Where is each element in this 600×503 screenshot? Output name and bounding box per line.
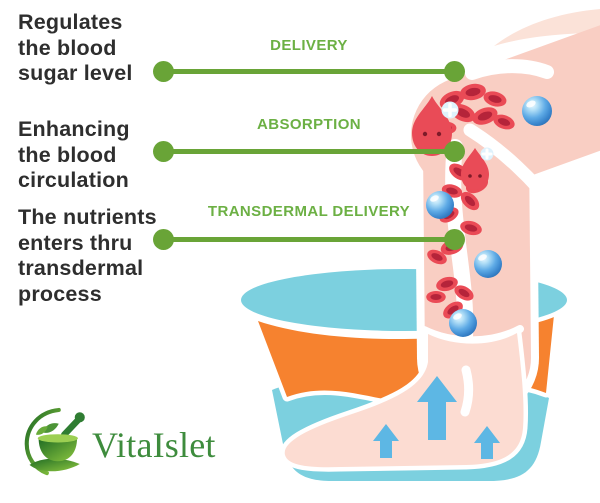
connector-dot-right [444, 229, 465, 250]
brand-logo: VitaIslet [24, 402, 264, 482]
nutrient-sphere-icon [522, 96, 552, 126]
connector-dot-right [444, 61, 465, 82]
brand-name: VitaIslet [92, 425, 216, 465]
blood-drop-icon [461, 147, 494, 190]
callout-label-delivery: DELIVERY [270, 37, 348, 54]
nutrient-sphere-icon [474, 250, 502, 278]
thigh-pale-wash [494, 9, 600, 46]
benefit-text-blood-sugar: Regulates the blood sugar level [18, 10, 133, 85]
connector-line-delivery [153, 61, 465, 82]
benefit-text-circulation: Enhancing the blood circulation [18, 117, 130, 192]
nutrient-spheres [426, 96, 552, 337]
up-arrow-icon [417, 376, 457, 440]
connector-dot-left [153, 61, 174, 82]
connector-line-transdermal [153, 229, 465, 250]
thigh-highlight [465, 59, 554, 80]
ankle-shine [460, 365, 473, 417]
connector-dot-right [444, 141, 465, 162]
callout-label-absorption: ABSORPTION [256, 116, 361, 133]
blood-drop-characters [412, 96, 494, 190]
connector-line-absorption [153, 141, 465, 162]
up-arrow-icon [373, 424, 399, 458]
up-arrow-icon [474, 426, 500, 459]
callout-label-transdermal-delivery: TRANSDERMAL DELIVERY [207, 203, 411, 220]
blood-drop-icon [412, 96, 459, 156]
connector-dot-left [153, 141, 174, 162]
connector-dot-left [153, 229, 174, 250]
knee-gap [463, 123, 564, 218]
benefit-text-transdermal: The nutrients enters thru transdermal pr… [18, 205, 157, 306]
nutrient-sphere-icon [426, 191, 454, 219]
nutrient-sphere-icon [449, 309, 477, 337]
mortar-pestle-leaf-icon [24, 407, 85, 476]
absorption-arrows [373, 376, 500, 459]
